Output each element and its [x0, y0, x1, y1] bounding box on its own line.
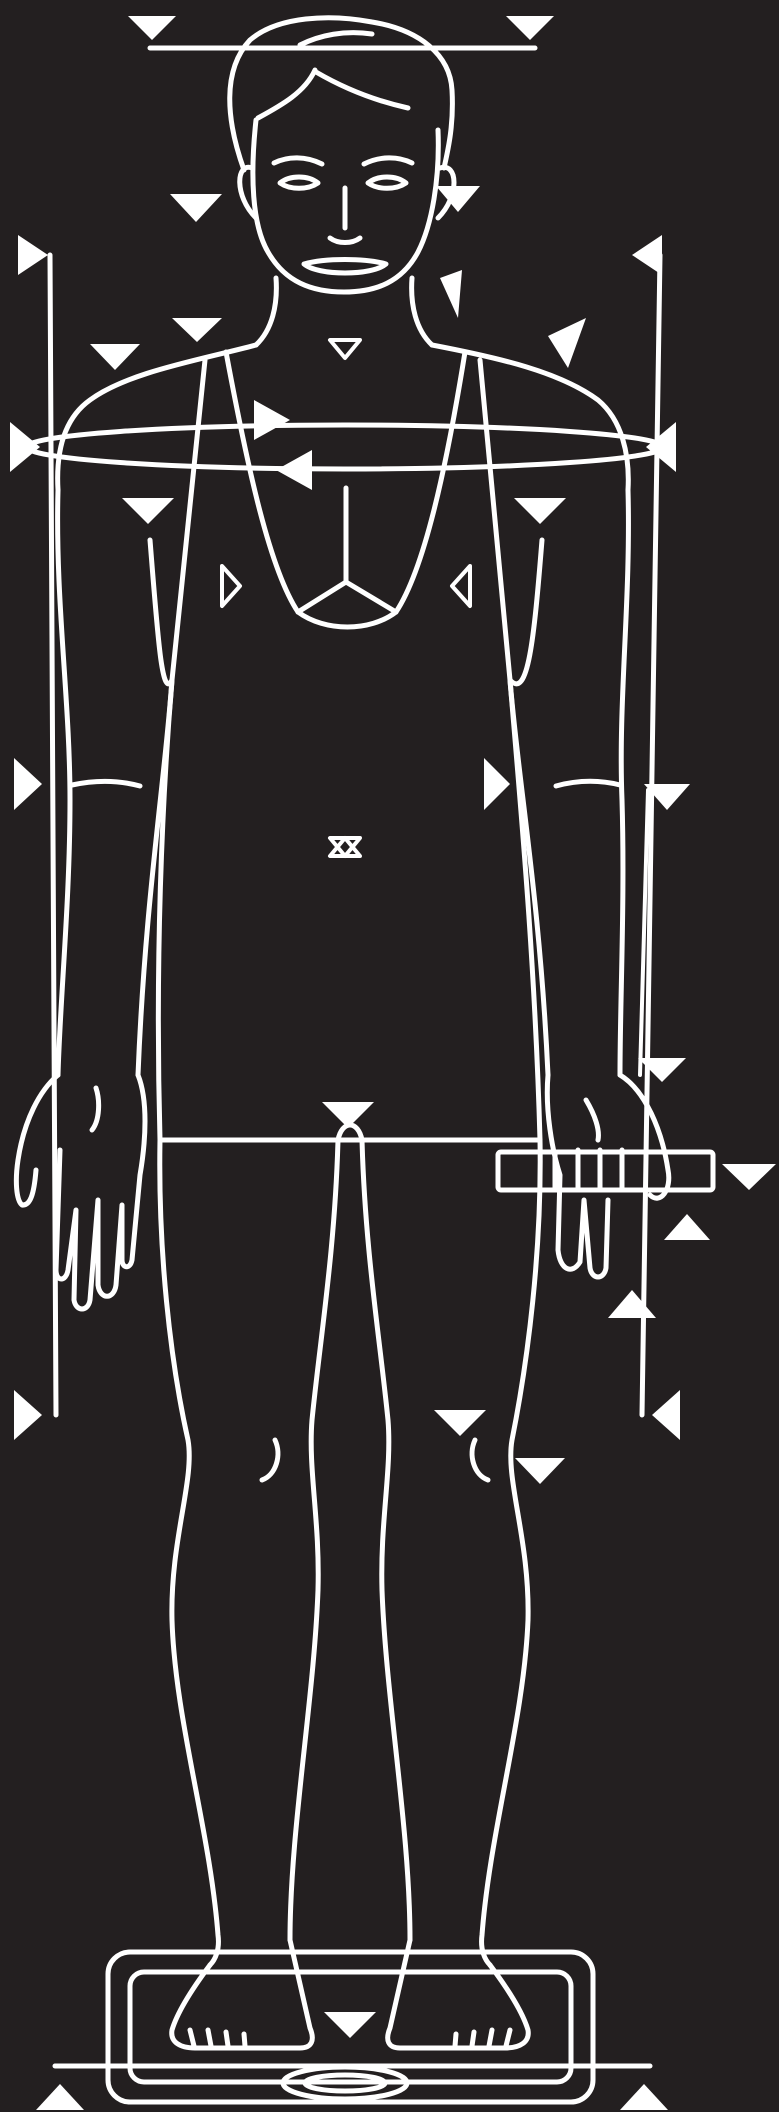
triangle-arrow-icon: [722, 1164, 776, 1190]
right-foot: [385, 1937, 531, 2051]
left-ear: [237, 164, 259, 221]
left-foot: [169, 1937, 315, 2051]
triangle-arrow-icon: [14, 1390, 42, 1440]
right-eye: [365, 174, 409, 191]
triangle-arrow-icon: [328, 836, 362, 858]
triangle-arrow-icon: [220, 564, 242, 608]
triangle-arrow-icon: [36, 2084, 84, 2110]
triangle-arrow-icon: [608, 1290, 656, 1318]
human-figure: [13, 15, 716, 2051]
left-eyebrow: [271, 155, 325, 167]
triangle-arrow-icon: [450, 564, 472, 608]
right-leg: [359, 1137, 543, 1968]
hair: [227, 15, 455, 173]
right-arm-length-line: [638, 788, 650, 1077]
triangle-arrow-icon: [514, 498, 566, 524]
triangle-arrow-icon: [254, 400, 290, 440]
triangle-arrow-icon: [646, 422, 676, 472]
handgrip-dynamometer-icon: [495, 1147, 716, 1193]
tank-top-straps: [169, 349, 513, 683]
shoulders: [55, 342, 631, 493]
triangle-arrow-icon: [638, 1058, 686, 1082]
left-leg: [157, 1137, 341, 1968]
left-knee: [259, 1437, 281, 1483]
right-elbow: [553, 778, 623, 789]
triangle-arrow-icon: [324, 2012, 376, 2038]
right-ear: [435, 164, 457, 221]
triangle-arrow-icon: [548, 318, 586, 368]
triangle-arrow-icon: [652, 1390, 680, 1440]
tank-top-neckline: [295, 485, 399, 630]
left-elbow: [69, 778, 143, 789]
right-eyebrow: [361, 155, 415, 167]
triangle-arrow-icon: [436, 186, 480, 212]
triangle-arrow-icon: [644, 784, 690, 810]
left-height-line: [47, 252, 59, 1418]
triangle-arrow-icon: [620, 2084, 668, 2110]
right-hand: [544, 1072, 672, 1280]
torso-sides: [155, 677, 543, 1143]
nose: [327, 185, 363, 245]
right-knee: [469, 1437, 491, 1483]
triangle-arrow-icon: [515, 1458, 565, 1484]
triangle-arrow-icon: [322, 1102, 374, 1128]
left-eye: [277, 174, 321, 191]
left-hand: [13, 1072, 148, 1312]
triangle-arrow-icon: [122, 498, 174, 524]
triangle-arrow-icon: [128, 16, 176, 40]
mouth: [301, 257, 389, 276]
triangle-arrow-icon: [484, 758, 510, 810]
triangle-arrow-icon: [632, 235, 662, 275]
neck: [253, 275, 435, 348]
triangle-arrow-icon: [14, 758, 42, 810]
triangle-arrow-icon: [664, 1214, 710, 1240]
triangle-arrow-icon: [18, 235, 48, 275]
triangle-arrow-icon: [90, 344, 140, 370]
triangle-arrow-icon: [506, 16, 554, 40]
triangle-arrow-icon: [10, 422, 40, 472]
triangle-arrow-icon: [170, 194, 222, 222]
platform-scale-icon: [105, 1949, 596, 2105]
landmark-markers: [10, 16, 776, 2110]
triangle-arrow-icon: [172, 318, 222, 342]
triangle-arrow-icon: [276, 450, 312, 490]
triangle-arrow-icon: [440, 270, 462, 318]
triangle-arrow-icon: [434, 1410, 486, 1436]
triangle-arrow-icon: [328, 338, 362, 360]
